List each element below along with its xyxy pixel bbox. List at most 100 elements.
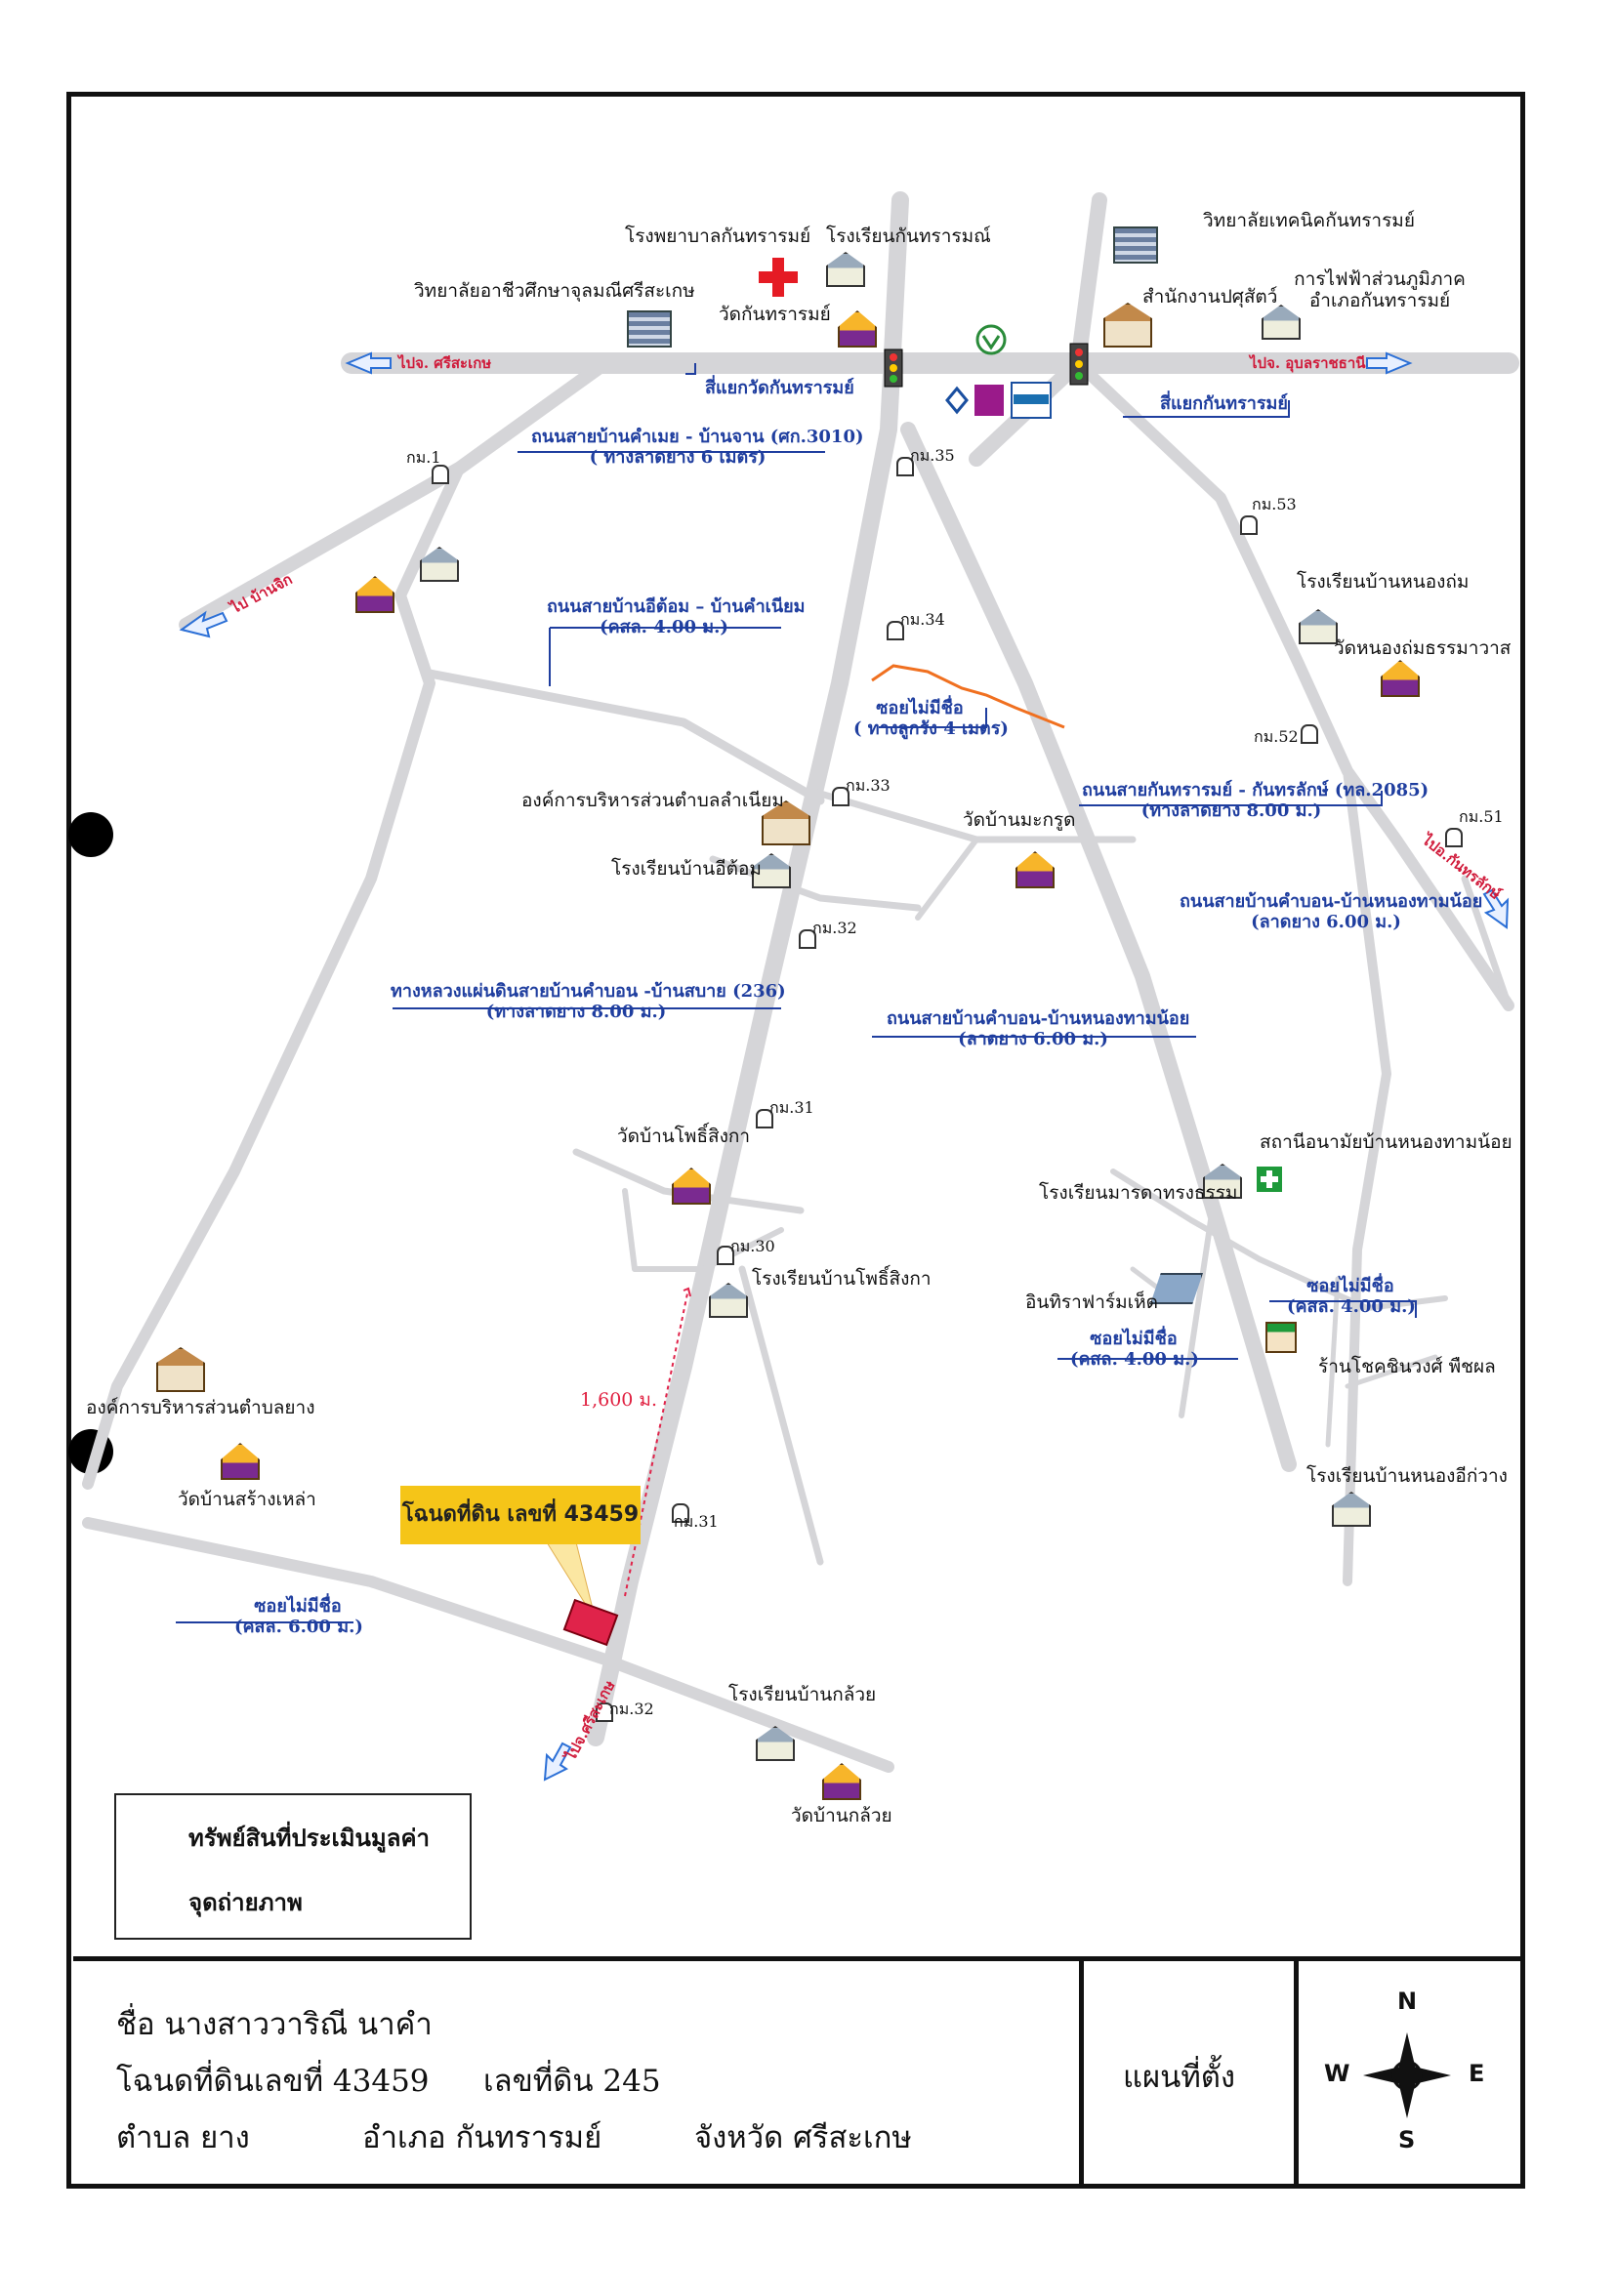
- label-pea-office: การไฟฟ้าส่วนภูมิภาคอำเภอกันทรารมย์: [1294, 268, 1466, 311]
- road-236-name: ทางหลวงแผ่นดินสายบ้านคำบอน -บ้านสบาย (23…: [391, 981, 786, 1002]
- road-i-dom-spec: (คสล. 4.00 ม.): [600, 616, 728, 637]
- label-wat-kantharalak: วัดกันทรารมย์: [719, 304, 831, 325]
- road-3010-name: ถนนสายบ้านคำเมย - บ้านจาน (ศก.3010): [531, 427, 864, 447]
- label-road-i-dom: ถนนสายบ้านอีต้อม – บ้านคำเนียม (คสล. 4.0…: [547, 596, 806, 637]
- label-inthira-farm: อินทิราฟาร์มเห็ด: [1025, 1292, 1159, 1313]
- label-school-kantharalak: โรงเรียนกันทรารมณ์: [826, 226, 991, 247]
- label-wat-sawang-lao: วัดบ้านสร้างเหล่า: [178, 1489, 316, 1510]
- label-road-236: ทางหลวงแผ่นดินสายบ้านคำบอน -บ้านสบาย (23…: [391, 981, 786, 1022]
- road-khambon-b-name: ถนนสายบ้านคำบอน-บ้านหนองทามน้อย: [887, 1008, 1190, 1029]
- arrow-ban-chik: [179, 610, 228, 638]
- label-wat-makrut: วัดบ้านมะกรูด: [963, 809, 1076, 831]
- label-distance: 1,600 ม.: [580, 1389, 657, 1411]
- label-km-1: กม.1: [406, 448, 441, 467]
- label-school-nong-i-kwang: โรงเรียนบ้านหนองอีก่วาง: [1306, 1465, 1508, 1487]
- province: จังหวัด ศรีสะเกษ: [694, 2120, 912, 2155]
- map-type: แผนที่ตั้ง: [1123, 2060, 1236, 2095]
- label-junction-east: สี่แยกกันทรารมย์: [1160, 393, 1288, 414]
- bank-icon: [974, 385, 1004, 416]
- label-soi-1: ซอยไม่มีชื่อ ( ทางลูกรัง 4 เมตร): [853, 698, 1009, 739]
- tambon: ตำบล ยาง: [116, 2120, 250, 2155]
- label-road-khambon-b: ถนนสายบ้านคำบอน-บ้านหนองทามน้อย (ลาดยาง …: [887, 1008, 1190, 1049]
- office-building-icon: [1113, 226, 1158, 264]
- km-post-icon: [1445, 828, 1463, 847]
- label-wat-pho-singkha: วัดบ้านโพธิ์สิงกา: [617, 1126, 751, 1147]
- compass-n: N: [1397, 1988, 1418, 2015]
- road-soi-west: [82, 1517, 894, 1773]
- road-2085-name: ถนนสายกันทรารมย์ - กันทรลักษ์ (ทล.2085): [1082, 780, 1430, 800]
- soi-1-name: ซอยไม่มีชื่อ: [876, 698, 964, 718]
- legend-asset-label: ทรัพย์สินที่ประเมินมูลค่า: [188, 1824, 430, 1852]
- label-school-marakhan: โรงเรียนมารดาทรงธรรม: [1039, 1182, 1238, 1204]
- label-km-52: กม.52: [1254, 727, 1299, 746]
- office-building-icon: [627, 310, 672, 348]
- soi-3-spec: (คสล. 4.00 ม.): [1070, 1348, 1199, 1370]
- label-km-53: กม.53: [1252, 495, 1297, 513]
- road-236-spec: (ทางลาดยาง 8.00 ม.): [485, 1001, 667, 1022]
- label-sao-yang: องค์การบริหารส่วนตำบลยาง: [86, 1397, 315, 1418]
- title-cell-map-type: [1079, 1956, 1297, 2185]
- road-2085-spec: (ทางลาดยาง 8.00 ม.): [1140, 800, 1322, 821]
- distance-line: [624, 1288, 689, 1597]
- compass-w: W: [1324, 2060, 1350, 2087]
- label-km-32b: กม.32: [609, 1700, 654, 1718]
- school-icon: [1299, 609, 1338, 644]
- title-cell-compass: [1294, 1956, 1521, 2185]
- compass-icon: [1363, 2032, 1451, 2118]
- label-km-30: กม.30: [730, 1237, 775, 1255]
- legend-box: ทรัพย์สินที่ประเมินมูลค่า จุดถ่ายภาพ: [114, 1793, 472, 1940]
- label-soi-4: ซอยไม่มีชื่อ (คสล. 6.00 ม.): [234, 1596, 363, 1637]
- soi-4-spec: (คสล. 6.00 ม.): [234, 1616, 363, 1637]
- label-school-i-dom: โรงเรียนบ้านอีต้อม: [611, 858, 762, 880]
- road-north-south-main: [587, 191, 909, 1746]
- compass-s: S: [1398, 2126, 1416, 2153]
- laterite-road: [871, 664, 1065, 729]
- label-km-32: กม.32: [812, 919, 857, 937]
- label-km-33: กม.33: [846, 776, 891, 795]
- title-block: ชื่อ นางสาววาริณี นาคำ โฉนดที่ดินเลขที่ …: [73, 1956, 1521, 2185]
- label-hospital: โรงพยาบาลกันทรารมย์: [625, 226, 811, 247]
- km-post-icon: [1240, 515, 1258, 535]
- shop-icon: [1265, 1322, 1297, 1353]
- label-soi-2: ซอยไม่มีชื่อ (คสล. 4.00 ม.): [1287, 1276, 1416, 1317]
- subject-parcel: [562, 1598, 619, 1647]
- soi-1-spec: ( ทางลูกรัง 4 เมตร): [853, 718, 1009, 739]
- km-post-icon: [896, 457, 914, 476]
- road-khambon-a-name: ถนนสายบ้านคำบอน-บ้านหนองทามน้อย: [1180, 891, 1483, 912]
- label-livestock-office: สำนักงานปศุสัตว์: [1142, 286, 1278, 308]
- label-agri-college: วิทยาลัยอาชีวศึกษาจุลมณีศรีสะเกษ: [414, 280, 695, 302]
- road-khambon-a-spec: (ลาดยาง 6.00 ม.): [1251, 911, 1401, 932]
- label-health-center: สถานีอนามัยบ้านหนองทามน้อย: [1260, 1131, 1512, 1153]
- traffic-light-icon: [1069, 343, 1089, 386]
- label-road-khambon-a: ถนนสายบ้านคำบอน-บ้านหนองทามน้อย (ลาดยาง …: [1180, 891, 1483, 932]
- soi-2-spec: (คสล. 4.00 ม.): [1287, 1295, 1416, 1317]
- label-dir-sisaket: ไปจ. ศรีสะเกษ: [398, 354, 492, 372]
- km-post-icon: [799, 929, 816, 949]
- road-khambon-b-spec: (ลาดยาง 6.00 ม.): [958, 1028, 1108, 1049]
- label-km-35: กม.35: [910, 446, 955, 465]
- km-post-icon: [1301, 724, 1318, 744]
- label-junction-west: สี่แยกวัดกันทรารมย์: [705, 378, 854, 398]
- bank-icon: [975, 324, 1007, 355]
- label-sao-lamian: องค์การบริหารส่วนตำบลลำเนียม: [521, 790, 784, 811]
- label-school-kluai: โรงเรียนบ้านกล้วย: [728, 1684, 877, 1705]
- km-post-icon: [596, 1702, 613, 1722]
- label-vocational-college: วิทยาลัยเทคนิคกันทรารมย์: [1203, 210, 1415, 231]
- km-post-icon: [832, 787, 849, 806]
- traffic-light-icon: [884, 348, 903, 388]
- land-number: เลขที่ดิน 245: [483, 2064, 661, 2099]
- km-post-icon: [756, 1109, 773, 1128]
- temple-icon: [1381, 660, 1420, 697]
- road-i-dom-name: ถนนสายบ้านอีต้อม – บ้านคำเนียม: [547, 596, 806, 617]
- label-shop-chokchinawong: ร้านโชคชินวงศ์ พืชผล: [1318, 1356, 1496, 1377]
- compass-e: E: [1469, 2060, 1485, 2087]
- label-school-pho-singkha: โรงเรียนบ้านโพธิ์สิงกา: [752, 1268, 932, 1290]
- label-km-51: กม.51: [1459, 807, 1504, 826]
- arrow-kantharalak: [1482, 888, 1510, 929]
- owner-name: ชื่อ นางสาววาริณี นาคำ: [116, 2007, 433, 2042]
- label-soi-3: ซอยไม่มีชื่อ (คสล. 4.00 ม.): [1070, 1329, 1199, 1370]
- km-post-icon: [717, 1246, 734, 1265]
- soi-4-name: ซอยไม่มีชื่อ: [254, 1596, 342, 1617]
- label-km-31: กม.31: [769, 1098, 814, 1117]
